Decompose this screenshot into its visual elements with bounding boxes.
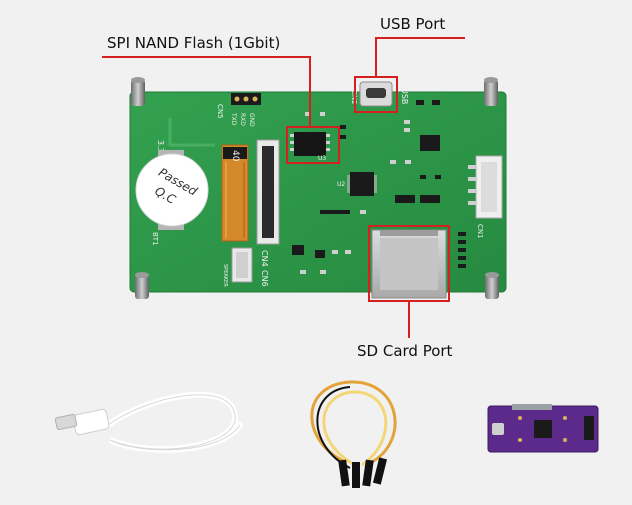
connector-cn1: CN1: [468, 155, 503, 239]
leader-line-usb: [375, 37, 465, 77]
jumper-wires: [310, 380, 397, 488]
pcb-board: CN5 TXD RXD GND 3.3V Passed Q.C BT1: [129, 77, 507, 299]
standoff-top-right: [484, 77, 498, 106]
fpc-number: 40: [230, 150, 240, 162]
cn5-header: CN5 TXD RXD GND: [216, 93, 261, 127]
label-txd: TXD: [230, 112, 237, 126]
standoff-bottom-right: [485, 272, 499, 299]
sd-card-slot: [371, 229, 447, 299]
regulator-chip: [420, 135, 440, 151]
leader-line-flash: [102, 56, 311, 127]
label-gnd: GND: [248, 113, 255, 127]
label-cn1: CN1: [476, 224, 484, 239]
spi-nand-flash-chip: U3: [290, 132, 330, 162]
label-usb: USB: [400, 88, 409, 104]
highlight-box-flash: [286, 126, 340, 164]
purple-usb-module: [487, 404, 599, 453]
label-cn6: CN6: [260, 270, 269, 287]
callout-sd-card-port: SD Card Port: [357, 342, 453, 360]
label-cn5: CN5: [216, 104, 224, 119]
speaker-connector: SPEAKER: [222, 247, 253, 287]
callout-usb-port: USB Port: [380, 15, 446, 33]
standoff-bottom-left: [135, 272, 149, 299]
label-u3: U3: [318, 155, 326, 162]
label-rxd: RXD: [239, 113, 246, 126]
usb-cable: [54, 391, 243, 453]
label-3v3: 3.3V: [156, 140, 165, 159]
label-speaker: SPEAKER: [222, 264, 228, 287]
label-cn4: CN4: [260, 250, 269, 267]
fpc-connector-cn4: CN4 CN6: [256, 139, 280, 287]
battery-holder: Passed Q.C BT1: [135, 150, 209, 246]
fpc-ribbon: 40: [221, 144, 249, 242]
mcu-chip: U2: [337, 172, 377, 196]
callout-spi-nand-flash: SPI NAND Flash (1Gbit): [107, 34, 281, 52]
label-u2: U2: [337, 181, 345, 188]
label-bt1: BT1: [151, 232, 159, 246]
standoff-top-left: [131, 77, 145, 106]
usb-port: CN2 USB: [350, 81, 409, 107]
